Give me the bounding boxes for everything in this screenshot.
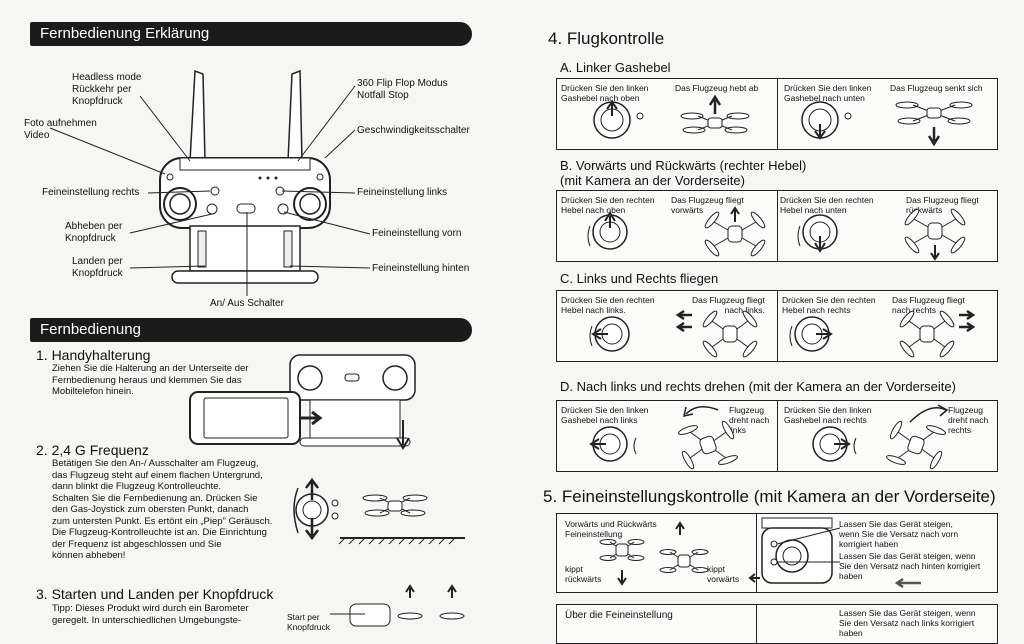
cell-t1-forward: kippt vorwärts bbox=[707, 564, 740, 584]
subsection-b-title: B. Vorwärts und Rückwärts (rechter Hebel… bbox=[560, 158, 807, 188]
cell-a2-result: Das Flugzeug senkt sich bbox=[890, 83, 983, 93]
label-photo-video: Foto aufnehmen Video bbox=[24, 118, 97, 141]
phone-icon bbox=[189, 391, 323, 445]
label-trim-front: Feineinstellung vorn bbox=[372, 228, 462, 239]
joystick-down-icon bbox=[801, 101, 852, 140]
joystick-rotate-right-icon bbox=[812, 426, 857, 462]
label-landing: Landen per Knopfdruck bbox=[72, 256, 123, 279]
header-remote-explanation: Fernbedienung Erklärung bbox=[30, 22, 472, 46]
remote-controller-diagram bbox=[49, 69, 371, 296]
subsection-a-title: A. Linker Gashebel bbox=[560, 60, 671, 75]
section-frequency-text: Betätigen Sie den An-/ Ausschalter am Fl… bbox=[52, 458, 273, 561]
label-trim-left: Feineinstellung links bbox=[357, 187, 448, 198]
cell-d2-result: Flugzeug dreht nach rechts bbox=[948, 405, 989, 435]
section-frequency-title: 2. 2,4 G Frequenz bbox=[36, 442, 149, 458]
joystick-forward-icon bbox=[587, 211, 628, 250]
cell-b1-instruction: Drücken Sie den rechten Hebel nach oben bbox=[561, 195, 655, 215]
section-start-land-text: Tipp: Dieses Produkt wird durch ein Baro… bbox=[52, 603, 249, 626]
cell-u1-title: Über die Feineinstellung bbox=[565, 610, 673, 621]
cell-c2-instruction: Drücken Sie den rechten Hebel nach recht… bbox=[782, 295, 876, 315]
drone-forward-icon bbox=[704, 206, 766, 257]
joystick-backward-icon bbox=[797, 214, 838, 253]
cell-b1-result: Das Flugzeug fliegt vorwärts bbox=[671, 195, 744, 215]
panel-rotate: Drücken Sie den linken Gashebel nach lin… bbox=[556, 400, 998, 472]
label-takeoff: Abheben per Knopfdruck bbox=[65, 221, 123, 244]
arrow-left-icon bbox=[894, 577, 921, 589]
cell-c2-result: Das Flugzeug fliegt nach rechts bbox=[892, 295, 965, 315]
joystick-right-icon bbox=[789, 316, 833, 352]
cell-t1-backward: kippt rückwärts bbox=[565, 564, 602, 584]
cell-d1-result: Flugzeug dreht nach links bbox=[729, 405, 770, 435]
subsection-d-title: D. Nach links und rechts drehen (mit der… bbox=[560, 379, 956, 394]
label-start-button: Start per Knopfdruck bbox=[287, 612, 330, 632]
section-phone-holder-text: Ziehen Sie die Halterung an der Untersei… bbox=[52, 363, 249, 397]
label-power-switch: An/ Aus Schalter bbox=[210, 298, 284, 309]
cell-d1-instruction: Drücken Sie den linken Gashebel nach lin… bbox=[561, 405, 649, 425]
cell-a1-result: Das Flugzeug hebt ab bbox=[675, 83, 759, 93]
label-trim-right: Feineinstellung rechts bbox=[42, 187, 140, 198]
subsection-c-title: C. Links und Rechts fliegen bbox=[560, 271, 719, 286]
cell-t2-backward-text: Lassen Sie das Gerät steigen, wenn Sie d… bbox=[839, 551, 981, 581]
trim-controller-icon bbox=[748, 517, 841, 584]
drone-left-icon bbox=[675, 309, 758, 358]
cell-u2-text: Lassen Sie das Gerät steigen, wenn Sie d… bbox=[839, 608, 976, 638]
drone-right-icon bbox=[899, 309, 976, 358]
section-phone-holder-title: 1. Handyhalterung bbox=[36, 347, 151, 363]
section-start-land-title: 3. Starten und Landen per Knopfdruck bbox=[36, 586, 274, 602]
joystick-left-icon bbox=[589, 316, 630, 352]
drone-backward-icon bbox=[904, 208, 966, 261]
phone-holder-diagram bbox=[289, 354, 416, 450]
start-land-diagram bbox=[330, 584, 465, 627]
trim-drone-icons bbox=[599, 521, 709, 586]
joystick-up-icon bbox=[593, 100, 644, 139]
cell-b2-result: Das Flugzeug fliegt rückwärts bbox=[906, 195, 979, 215]
cell-b2-instruction: Drücken Sie den rechten Hebel nach unten bbox=[780, 195, 874, 215]
label-headless-mode: Headless mode Rückkehr per Knopfdruck bbox=[72, 72, 142, 107]
label-trim-back: Feineinstellung hinten bbox=[372, 263, 470, 274]
cell-d2-instruction: Drücken Sie den linken Gashebel nach rec… bbox=[784, 405, 872, 425]
drone-up-icon bbox=[680, 94, 750, 134]
cell-a2-instruction: Drücken Sie den linken Gashebel nach unt… bbox=[784, 83, 872, 103]
label-flip-mode: 360 Flip Flop Modus Notfall Stop bbox=[357, 78, 448, 101]
drone-down-icon bbox=[895, 101, 973, 147]
cell-c1-instruction: Drücken Sie den rechten Hebel nach links… bbox=[561, 295, 655, 315]
frequency-joystick-diagram bbox=[293, 477, 465, 545]
panel-trim-left-right: Über die Feineinstellung Lassen Sie das … bbox=[556, 604, 998, 644]
label-speed-switch: Geschwindigkeitsschalter bbox=[357, 125, 470, 136]
cell-t1-title: Vorwärts und Rückwärts Feineinstellung bbox=[565, 519, 657, 539]
drone-rotate-right-icon bbox=[886, 404, 949, 470]
panel-forward-backward: Drücken Sie den rechten Hebel nach oben … bbox=[556, 190, 998, 262]
cell-t2-forward-text: Lassen Sie das Gerät steigen, wenn Sie d… bbox=[839, 519, 959, 549]
joystick-rotate-left-icon bbox=[589, 426, 637, 462]
section-trim-control-title: 5. Feineinstellungskontrolle (mit Kamera… bbox=[543, 487, 996, 506]
cell-c1-result: Das Flugzeug fliegt nach links. bbox=[692, 295, 765, 315]
drone-rotate-left-icon bbox=[678, 406, 738, 470]
section-flight-control-title: 4. Flugkontrolle bbox=[548, 29, 665, 48]
cell-a1-instruction: Drücken Sie den linken Gashebel nach obe… bbox=[561, 83, 649, 103]
header-remote: Fernbedienung bbox=[30, 318, 472, 342]
